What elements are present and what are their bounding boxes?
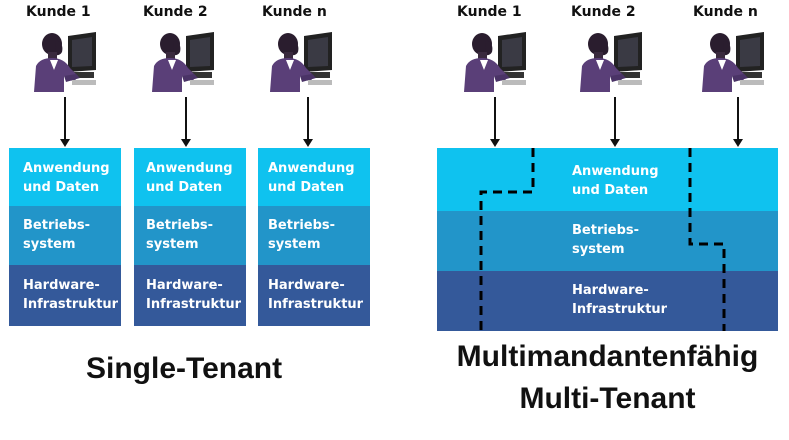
tenant-boundary-2-n — [688, 148, 726, 331]
multi-arrow-1 — [490, 97, 500, 147]
single-stack-1-hw-layer: Hardware-Infrastruktur — [9, 265, 121, 326]
tenant-boundary-1-2 — [479, 148, 535, 331]
single-arrow-n — [303, 97, 313, 147]
single-arrow-1 — [60, 97, 70, 147]
single-stack-n-hw-layer: Hardware-Infrastruktur — [258, 265, 370, 326]
multi-customer-1-label: Kunde 1 — [457, 4, 522, 20]
multi-customer-n-label: Kunde n — [693, 4, 758, 20]
single-stack-2-hw-layer: Hardware-Infrastruktur — [134, 265, 246, 326]
customer-at-computer-icon — [576, 30, 644, 92]
multi-os-layer: Betriebs-system — [437, 211, 778, 271]
customer-at-computer-icon — [30, 30, 98, 92]
multi-tenant-title-line2: Multi-Tenant — [519, 382, 696, 415]
multi-arrow-2 — [610, 97, 620, 147]
customer-at-computer-icon — [148, 30, 216, 92]
customer-at-computer-icon — [460, 30, 528, 92]
single-customer-2-label: Kunde 2 — [143, 4, 208, 20]
tenant-separation-lines — [479, 148, 726, 331]
single-tenant-title: Single-Tenant — [86, 352, 283, 385]
multi-hw-layer: Hardware-Infrastruktur — [437, 271, 778, 331]
customer-at-computer-icon — [698, 30, 766, 92]
single-stack-1-os-layer: Betriebs-system — [9, 206, 121, 265]
single-arrow-2 — [181, 97, 191, 147]
multi-customer-2-label: Kunde 2 — [571, 4, 636, 20]
single-customer-n-label: Kunde n — [262, 4, 327, 20]
multi-arrow-n — [733, 97, 743, 147]
customer-at-computer-icon — [266, 30, 334, 92]
multi-tenant-title-line1: Multimandantenfähig — [456, 340, 759, 373]
single-stack-2-os-layer: Betriebs-system — [134, 206, 246, 265]
single-stack-n-os-layer: Betriebs-system — [258, 206, 370, 265]
single-customer-1-label: Kunde 1 — [26, 4, 91, 20]
